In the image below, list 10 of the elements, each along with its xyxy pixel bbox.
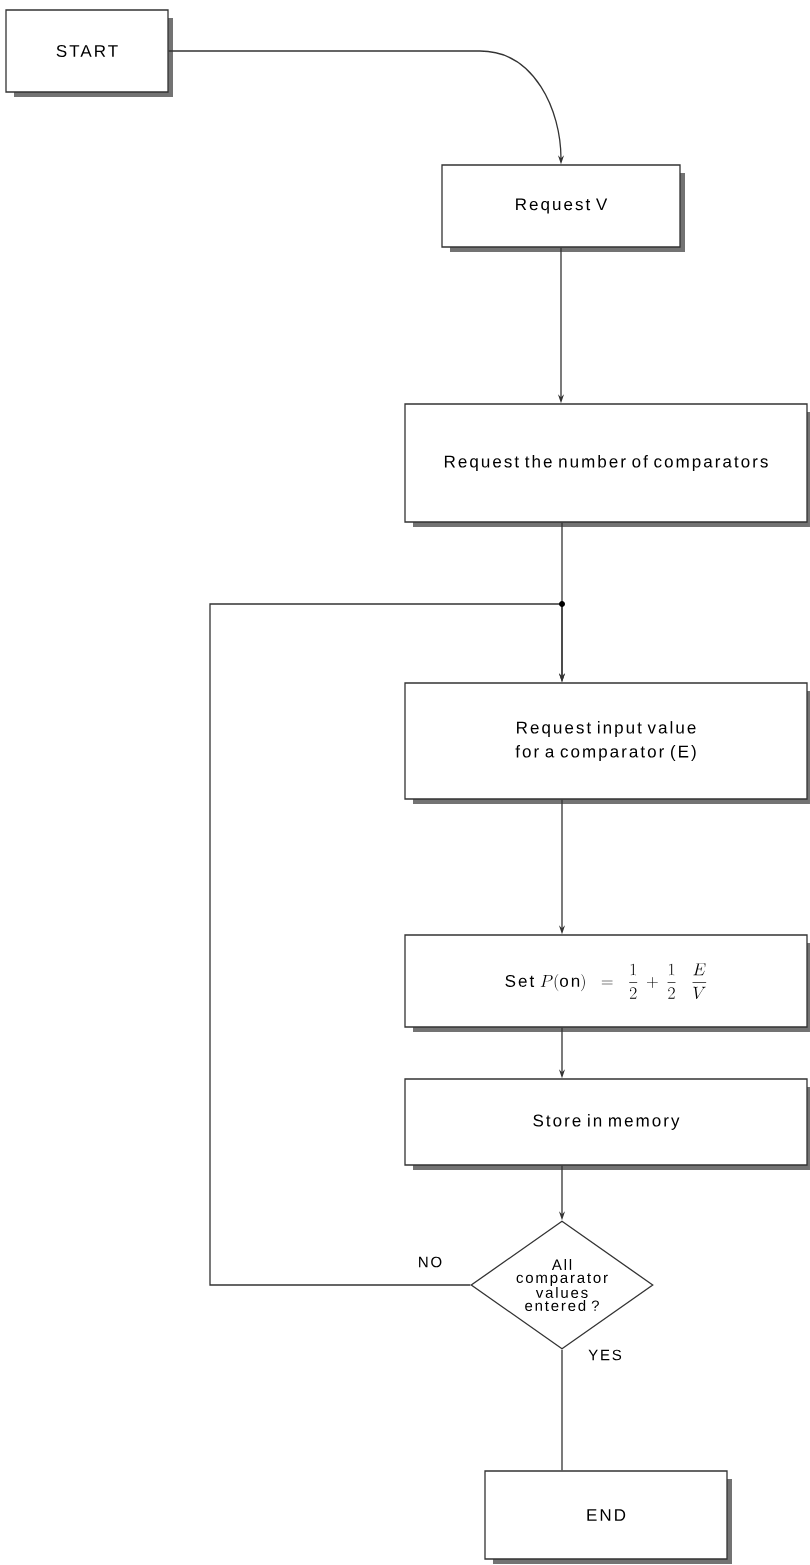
process-box: Request V xyxy=(441,164,685,252)
process-box: START xyxy=(5,9,173,97)
process-box: END xyxy=(484,1470,732,1564)
arrow xyxy=(209,603,566,1286)
edge-label: YES xyxy=(586,1347,624,1363)
process-box: $\text{Set } P(\text{on}) = \frac{1}{2} + \frac{1}{2}\;\frac{E}{V}$ xyxy=(404,934,810,1032)
process-box: Store in memory xyxy=(404,1078,810,1170)
process-box: Request the number of comparators xyxy=(404,403,810,527)
process-box: Request input value for a comparator (E) xyxy=(404,682,810,804)
edge-label: NO xyxy=(415,1254,445,1270)
